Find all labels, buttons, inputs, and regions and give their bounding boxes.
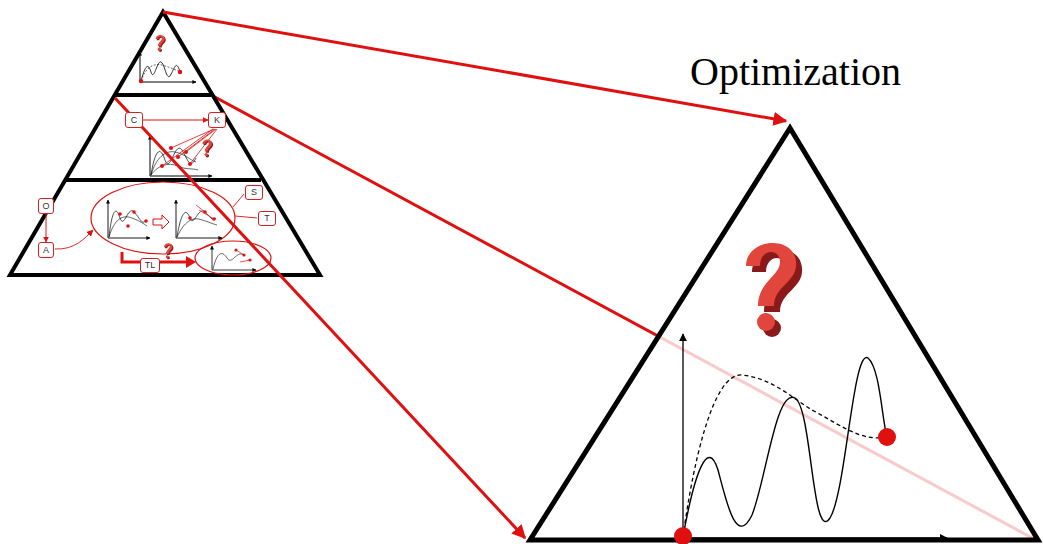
box-letter: S <box>251 188 257 197</box>
box-letter: O <box>42 202 49 211</box>
tier-line <box>115 93 211 97</box>
flow-arrow <box>46 214 47 242</box>
step-box: K <box>208 112 226 128</box>
box-letter: C <box>131 116 138 125</box>
box-letter: TL <box>145 261 156 270</box>
step-box: TL <box>140 258 160 273</box>
box-letter: A <box>43 246 49 255</box>
step-box: T <box>258 211 276 226</box>
zoom-arrow <box>115 98 525 538</box>
small-pyramid <box>10 12 320 275</box>
zoom-title: Optimization <box>690 52 901 92</box>
step-box: O <box>38 198 54 214</box>
step-box: S <box>245 185 263 200</box>
mini-chart <box>139 35 196 83</box>
optimization-chart <box>674 243 947 544</box>
mini-chart <box>150 129 217 176</box>
box-letter: T <box>264 214 270 223</box>
step-box: C <box>125 112 143 128</box>
big-triangle <box>530 128 1038 540</box>
flow-arrow <box>143 120 208 121</box>
box-letter: K <box>214 116 220 125</box>
step-box: A <box>38 242 54 258</box>
